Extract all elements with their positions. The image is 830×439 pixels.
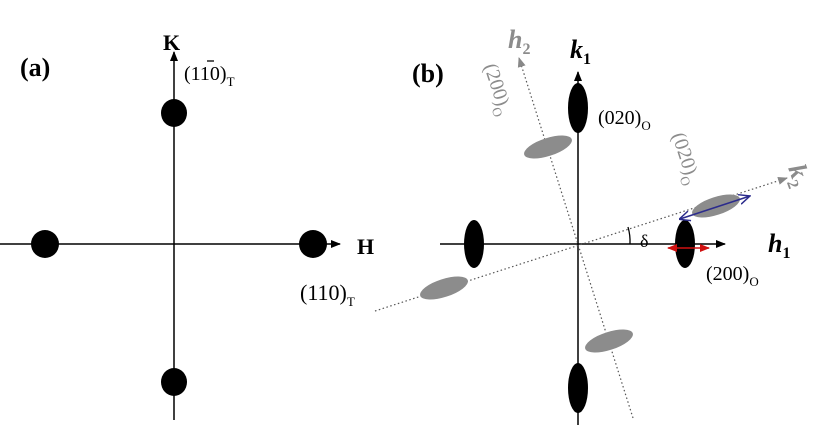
reflection-spot-020-bottom	[568, 363, 588, 413]
reflection-spot-200-left	[464, 220, 484, 268]
k1-axis-label: k1	[570, 35, 591, 68]
k2-axis-label: k2	[779, 160, 817, 191]
h2-axis	[517, 57, 634, 419]
k-axis-label: K	[163, 30, 180, 55]
reflection-label-020: (020)O	[598, 107, 651, 133]
panel-a: (a) K H (110)T (110)T	[0, 30, 374, 420]
reflection-label-1-bar10: (110)T	[184, 60, 235, 89]
reflection-spot-200-right	[675, 220, 695, 268]
reflection-spot-left	[31, 230, 59, 258]
reflection-label-110: (110)T	[300, 280, 355, 309]
blue-width-arrow	[680, 196, 750, 219]
reflection-label-020-rotated: (020)O	[663, 130, 704, 188]
panel-a-label: (a)	[20, 53, 50, 82]
panel-b-label: (b)	[412, 59, 444, 88]
h2-axis-label: h2	[508, 25, 530, 58]
reflection-spot-right	[299, 230, 327, 258]
angle-delta-label: δ	[640, 231, 648, 251]
rotated-spot-left	[420, 276, 468, 300]
angle-arc	[627, 226, 631, 245]
reflection-spot-top	[161, 99, 187, 127]
h1-axis-label: h1	[768, 229, 790, 262]
h-axis-label: H	[357, 234, 374, 259]
reflection-spot-020-top	[568, 83, 588, 133]
rotated-spot-right	[692, 194, 740, 218]
panel-b: (b) k1 h1 h2 k2 δ (020)O (200)O (200)O	[374, 25, 817, 425]
overbar-digit: 1	[200, 63, 210, 85]
reflection-label-200-rotated: (200)O	[475, 61, 516, 119]
reflection-label-200: (200)O	[706, 263, 759, 289]
svg-text:(110)T: (110)T	[184, 63, 235, 89]
rotated-spot-lower	[585, 329, 633, 353]
rotated-spot-upper	[524, 135, 572, 159]
reflection-spot-bottom	[161, 368, 187, 396]
